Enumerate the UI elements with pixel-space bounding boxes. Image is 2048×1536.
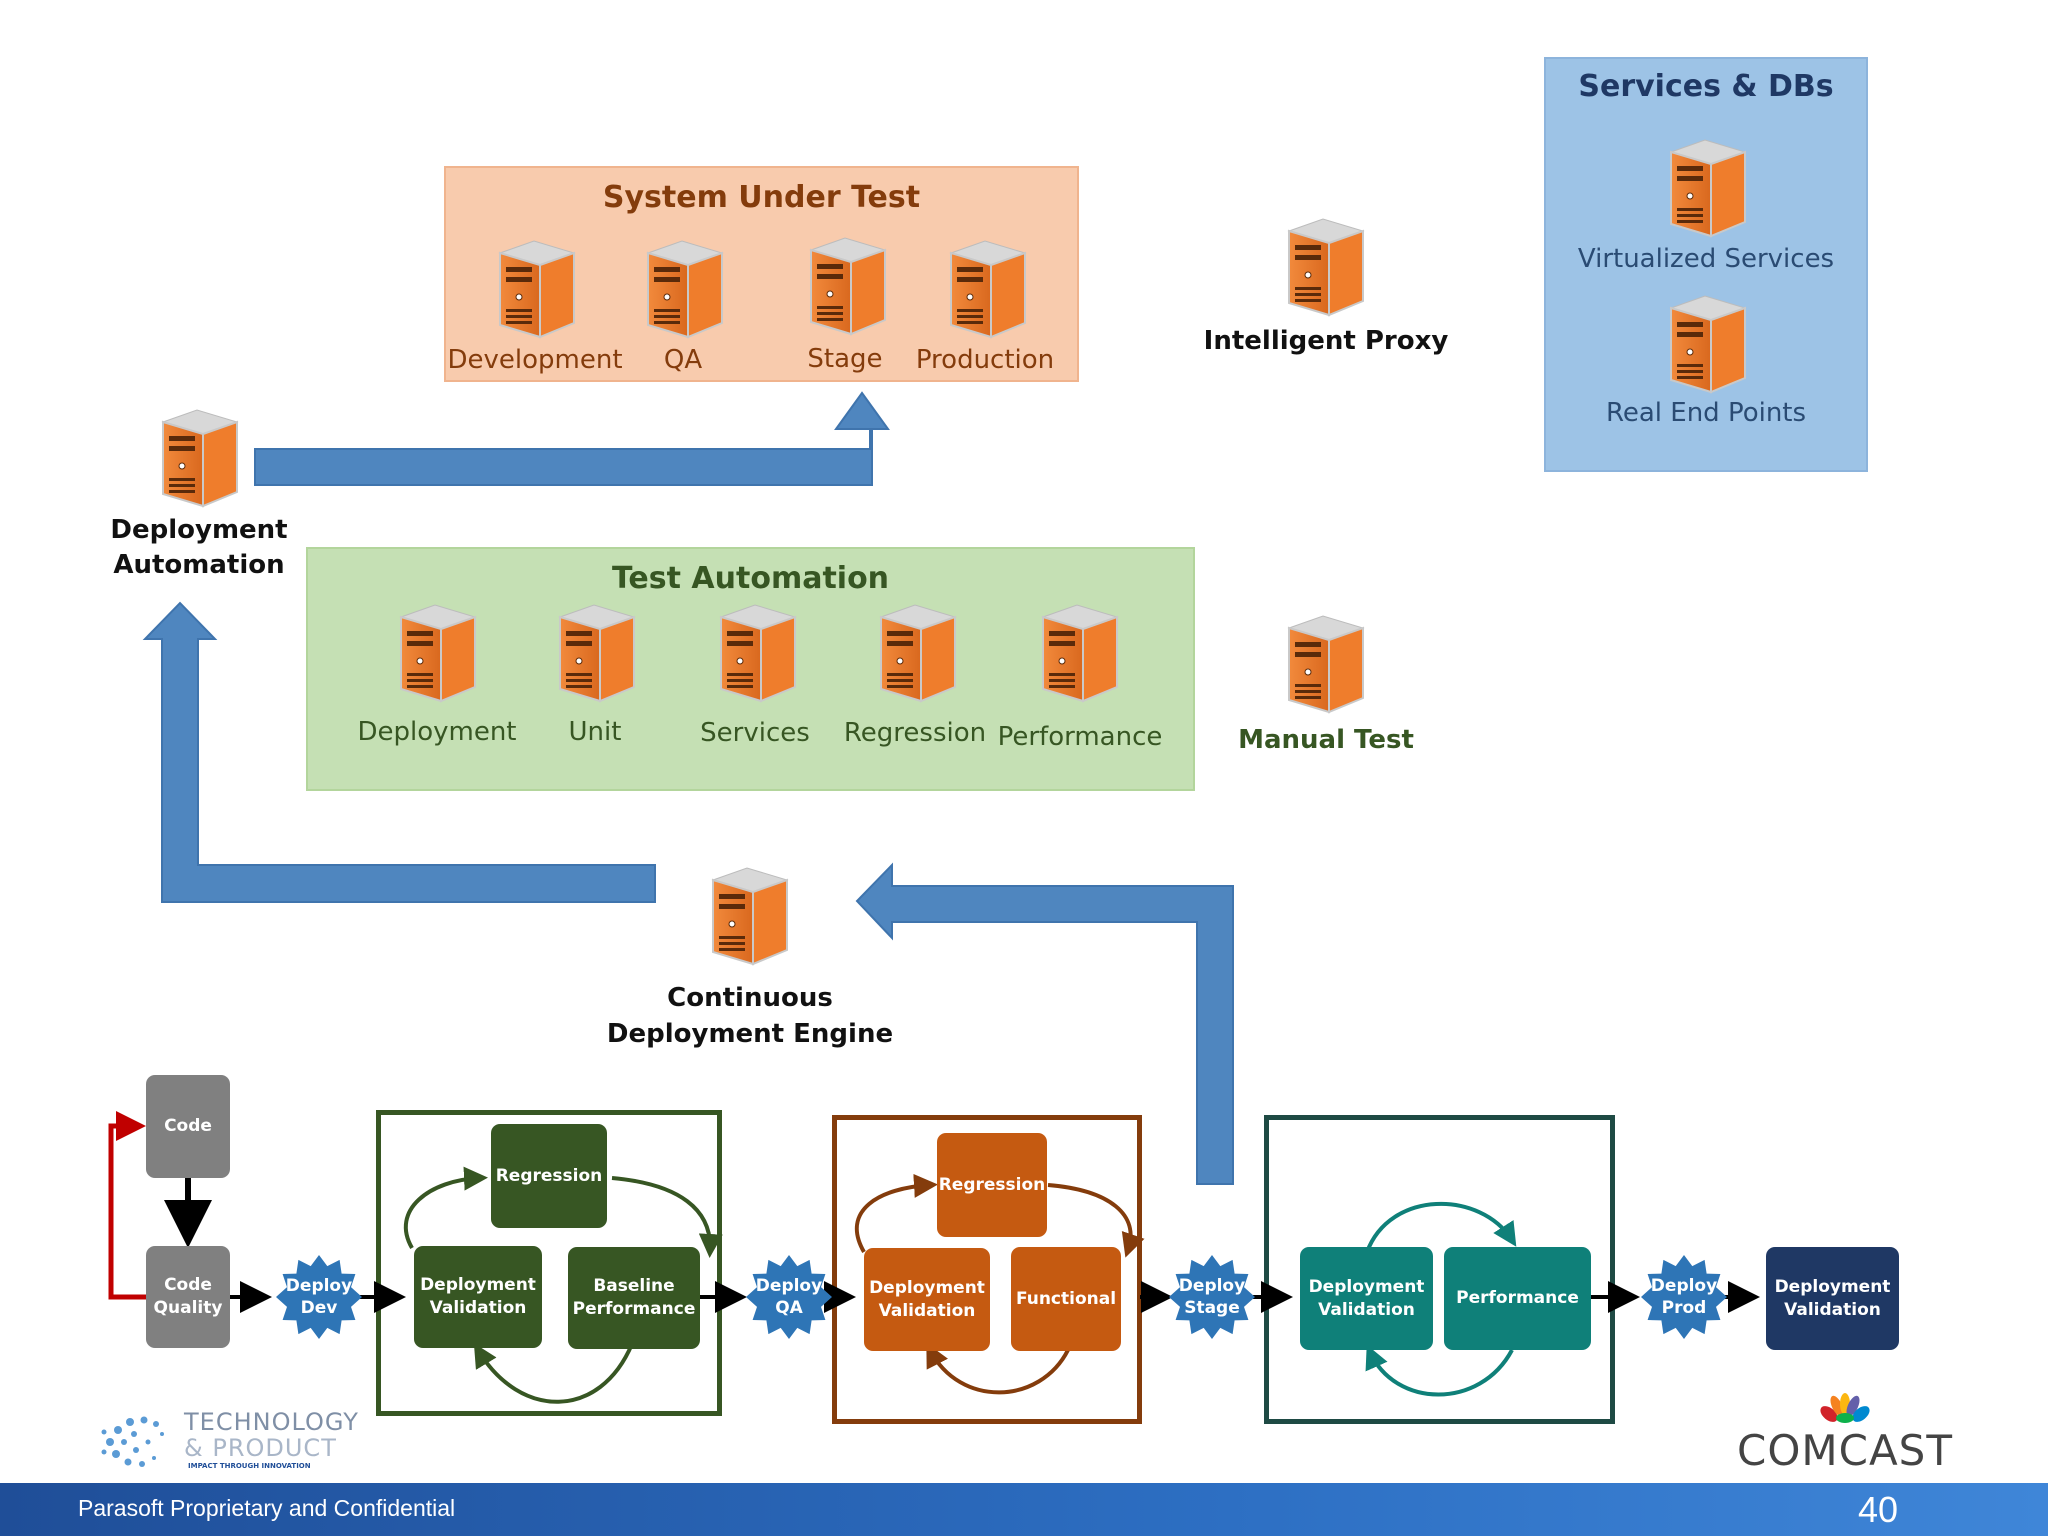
dev-regression-box: Regression [491, 1124, 607, 1228]
services-dbs-title: Services & DBs [1578, 69, 1834, 104]
arrow-to-deployment-automation [142, 601, 656, 903]
deploy-stage-label-2: Stage [1184, 1298, 1240, 1318]
sut-development-label: Development [447, 345, 623, 375]
tp-logo-line-1: TECHNOLOGY [184, 1408, 359, 1436]
engine-label-2: Deployment Engine [606, 1019, 894, 1049]
qa-stage-frame [832, 1115, 1142, 1424]
peacock-icon [1820, 1393, 1870, 1423]
deploy-dev-label-2: Dev [300, 1298, 338, 1318]
deploy-dev-label-1: Deploy [285, 1276, 353, 1296]
prod-dv-label-1: Deployment [1774, 1276, 1891, 1297]
dev-baseline-performance-box: Baseline Performance [568, 1247, 700, 1349]
arrow-to-sut [254, 391, 890, 486]
server-icon [1665, 292, 1751, 396]
stage-performance-label: Performance [1456, 1288, 1579, 1308]
engine-label-1: Continuous [667, 983, 833, 1013]
server-icon [494, 237, 580, 341]
manual-test-label: Manual Test [1238, 725, 1414, 755]
server-icon [1665, 136, 1751, 240]
ta-unit-label: Unit [568, 717, 622, 747]
dot-swirl-icon [101, 1416, 164, 1467]
dev-stage-frame [376, 1110, 722, 1416]
code-label: Code [164, 1116, 212, 1136]
stage-performance-box: Performance [1444, 1247, 1591, 1350]
footer-text: Parasoft Proprietary and Confidential [78, 1495, 456, 1521]
code-quality-box: Code Quality [146, 1246, 230, 1348]
stage-dv-label-1: Deployment [1308, 1276, 1425, 1297]
deploy-qa-label-1: Deploy [755, 1276, 823, 1296]
prod-deployment-validation-box: Deployment Validation [1766, 1247, 1899, 1350]
tp-logo-tagline: IMPACT THROUGH INNOVATION [188, 1462, 311, 1470]
code-quality-label-2: Quality [153, 1298, 223, 1318]
stage-stage-frame [1264, 1115, 1615, 1424]
qa-functional-label: Functional [1015, 1288, 1117, 1309]
server-icon [642, 237, 728, 341]
tp-logo-line-2: & PRODUCT [184, 1434, 337, 1462]
server-icon [945, 237, 1031, 341]
ta-regression-label: Regression [843, 718, 987, 748]
real-end-points-label: Real End Points [1605, 398, 1807, 428]
deploy-prod-label-2: Prod [1661, 1298, 1707, 1318]
prod-dv-label-2: Validation [1784, 1299, 1881, 1320]
stage-deployment-validation-box: Deployment Validation [1300, 1247, 1433, 1350]
dev-dv-label-2: Validation [429, 1298, 527, 1318]
qa-dv-label-1: Deployment [869, 1277, 985, 1298]
qa-dv-label-2: Validation [878, 1300, 976, 1321]
dev-bp-label-2: Performance [572, 1299, 696, 1319]
footer-bar: Parasoft Proprietary and Confidential 40 [0, 1483, 2048, 1536]
qa-deployment-validation-box: Deployment Validation [864, 1248, 990, 1351]
server-icon [707, 864, 793, 968]
server-icon [554, 601, 640, 705]
stage-dv-label-2: Validation [1318, 1299, 1415, 1320]
technology-product-logo: TECHNOLOGY & PRODUCT IMPACT THROUGH INNO… [96, 1408, 366, 1476]
qa-regression-label: Regression [938, 1174, 1046, 1195]
virtualized-services-label: Virtualized Services [1577, 244, 1835, 274]
qa-regression-box: Regression [937, 1133, 1047, 1237]
comcast-wordmark: COMCAST [1737, 1426, 1953, 1475]
flow-arrows [142, 391, 1234, 1185]
dev-regression-label: Regression [495, 1165, 603, 1186]
comcast-logo: COMCAST [1730, 1392, 1960, 1482]
server-icon [157, 406, 243, 510]
server-icon [1283, 612, 1369, 716]
deploy-stage-label-1: Deploy [1178, 1276, 1246, 1296]
services-dbs-panel: Services & DBs [1544, 57, 1868, 472]
deploy-qa-label-2: QA [775, 1298, 803, 1318]
server-icon [1283, 215, 1369, 319]
sut-qa-label: QA [663, 345, 703, 375]
qa-functional-box: Functional [1011, 1247, 1121, 1351]
pipeline-connectors [108, 1111, 1760, 1404]
sut-stage-label: Stage [807, 344, 883, 374]
arrow-from-stage [855, 862, 1234, 1185]
deployment-automation-label-1: Deployment [110, 515, 288, 545]
code-quality-label-1: Code [164, 1275, 212, 1295]
intelligent-proxy-label: Intelligent Proxy [1203, 326, 1449, 356]
dev-dv-label-1: Deployment [420, 1275, 536, 1295]
server-icon [395, 601, 481, 705]
ta-deployment-label: Deployment [357, 717, 517, 747]
code-box: Code [146, 1075, 230, 1178]
server-icon [1037, 601, 1123, 705]
page-number: 40 [1858, 1489, 1899, 1530]
deploy-prod-label-1: Deploy [1650, 1276, 1718, 1296]
deployment-automation-label-2: Automation [113, 550, 285, 580]
server-icon [805, 234, 891, 338]
server-icon [875, 601, 961, 705]
server-icon [715, 601, 801, 705]
dev-deployment-validation-box: Deployment Validation [414, 1246, 542, 1348]
system-under-test-title: System Under Test [602, 180, 921, 215]
test-automation-title: Test Automation [611, 561, 890, 596]
dev-bp-label-1: Baseline [593, 1276, 675, 1296]
sut-production-label: Production [915, 345, 1055, 375]
ta-services-label: Services [700, 718, 810, 748]
ta-performance-label: Performance [997, 722, 1163, 752]
